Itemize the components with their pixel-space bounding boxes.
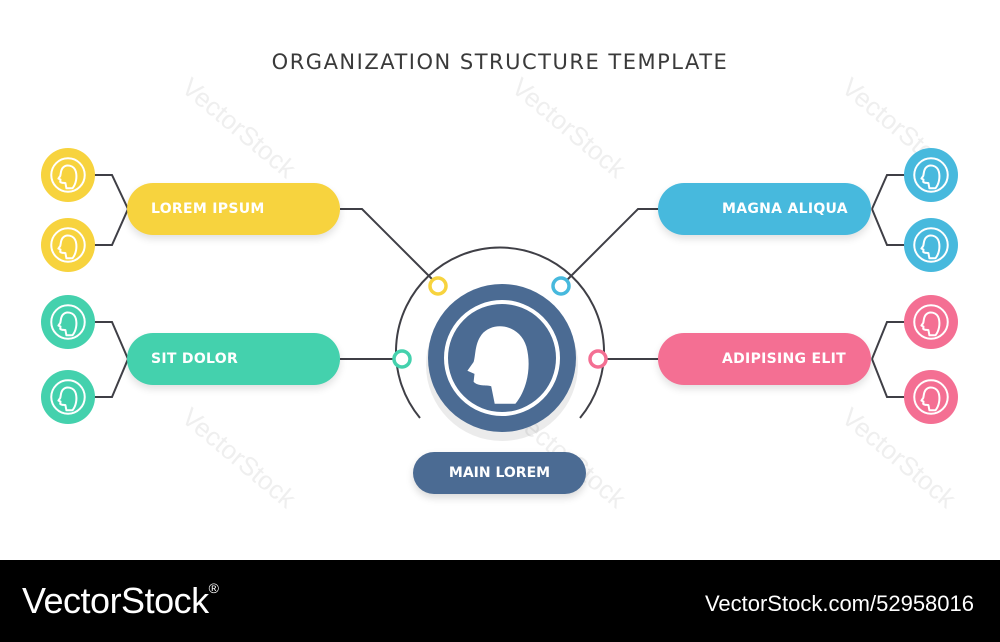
- footer-brand-text: VectorStock: [22, 580, 209, 621]
- branch-label-text: MAGNA ALIQUA: [722, 201, 848, 217]
- person-head-icon-head: [920, 164, 941, 190]
- connector-line: [871, 321, 905, 360]
- person-head-icon: [41, 370, 95, 424]
- connector-magna-aliqua: [560, 208, 660, 287]
- connector-line: [94, 174, 129, 210]
- person-head-icon-ring: [913, 227, 949, 263]
- connector-line: [871, 358, 905, 398]
- main-person-icon: [467, 326, 529, 404]
- person-head-icon-head: [57, 234, 78, 260]
- person-head-icon-ring: [50, 304, 86, 340]
- person-head-icon-head: [920, 234, 941, 260]
- person-head-icon: [904, 148, 958, 202]
- person-head-icon-head: [920, 311, 941, 337]
- person-head-icon-ring: [913, 304, 949, 340]
- person-head-icon-ring: [50, 227, 86, 263]
- connection-dot: [588, 349, 608, 369]
- person-head-icon: [41, 218, 95, 272]
- watermark-text: VectorStock: [506, 72, 632, 185]
- diagram-title: ORGANIZATION STRUCTURE TEMPLATE: [271, 50, 729, 74]
- person-head-icon: [41, 295, 95, 349]
- connection-dot: [551, 276, 571, 296]
- person-head-icon-head: [57, 386, 78, 412]
- watermark-text: VectorStock: [176, 72, 302, 185]
- person-head-icon-ring: [50, 157, 86, 193]
- watermark-text: VectorStock: [176, 402, 302, 515]
- branch-label-sit-dolor: SIT DOLOR: [127, 333, 340, 385]
- person-head-icon: [904, 218, 958, 272]
- connector-line: [94, 321, 129, 360]
- registered-mark: ®: [208, 580, 219, 596]
- person-head-icon-ring: [913, 379, 949, 415]
- connection-dot: [392, 349, 412, 369]
- main-label: MAIN LOREM: [413, 452, 586, 494]
- footer-url: VectorStock.com/52958016: [704, 591, 974, 616]
- branch-label-text: SIT DOLOR: [151, 351, 239, 367]
- connector-lorem-ipsum: [340, 208, 439, 286]
- branch-label-text: ADIPISING ELIT: [722, 351, 846, 367]
- footer-bar: VectorStock® VectorStock.com/52958016: [0, 560, 1000, 642]
- person-head-icon: [904, 295, 958, 349]
- person-head-icon-ring: [913, 157, 949, 193]
- person-head-icon-head: [57, 311, 78, 337]
- branch-label-lorem-ipsum: LOREM IPSUM: [127, 183, 340, 235]
- person-head-icon: [904, 370, 958, 424]
- person-head-icon: [41, 148, 95, 202]
- connector-line: [94, 208, 129, 246]
- branch-label-magna-aliqua: MAGNA ALIQUA: [658, 183, 871, 235]
- person-head-icon-head: [920, 386, 941, 412]
- person-head-icon-ring: [50, 379, 86, 415]
- footer-brand: VectorStock®: [22, 580, 219, 622]
- branch-label-text: LOREM IPSUM: [151, 201, 265, 217]
- person-head-icon-head: [57, 164, 78, 190]
- main-arc: [395, 246, 605, 419]
- branch-label-adipising-elit: ADIPISING ELIT: [658, 333, 871, 385]
- connection-dot: [428, 276, 448, 296]
- connector-line: [94, 358, 129, 398]
- connector-line: [871, 174, 905, 210]
- connector-line: [871, 208, 905, 246]
- main-circle-ring: [444, 300, 560, 416]
